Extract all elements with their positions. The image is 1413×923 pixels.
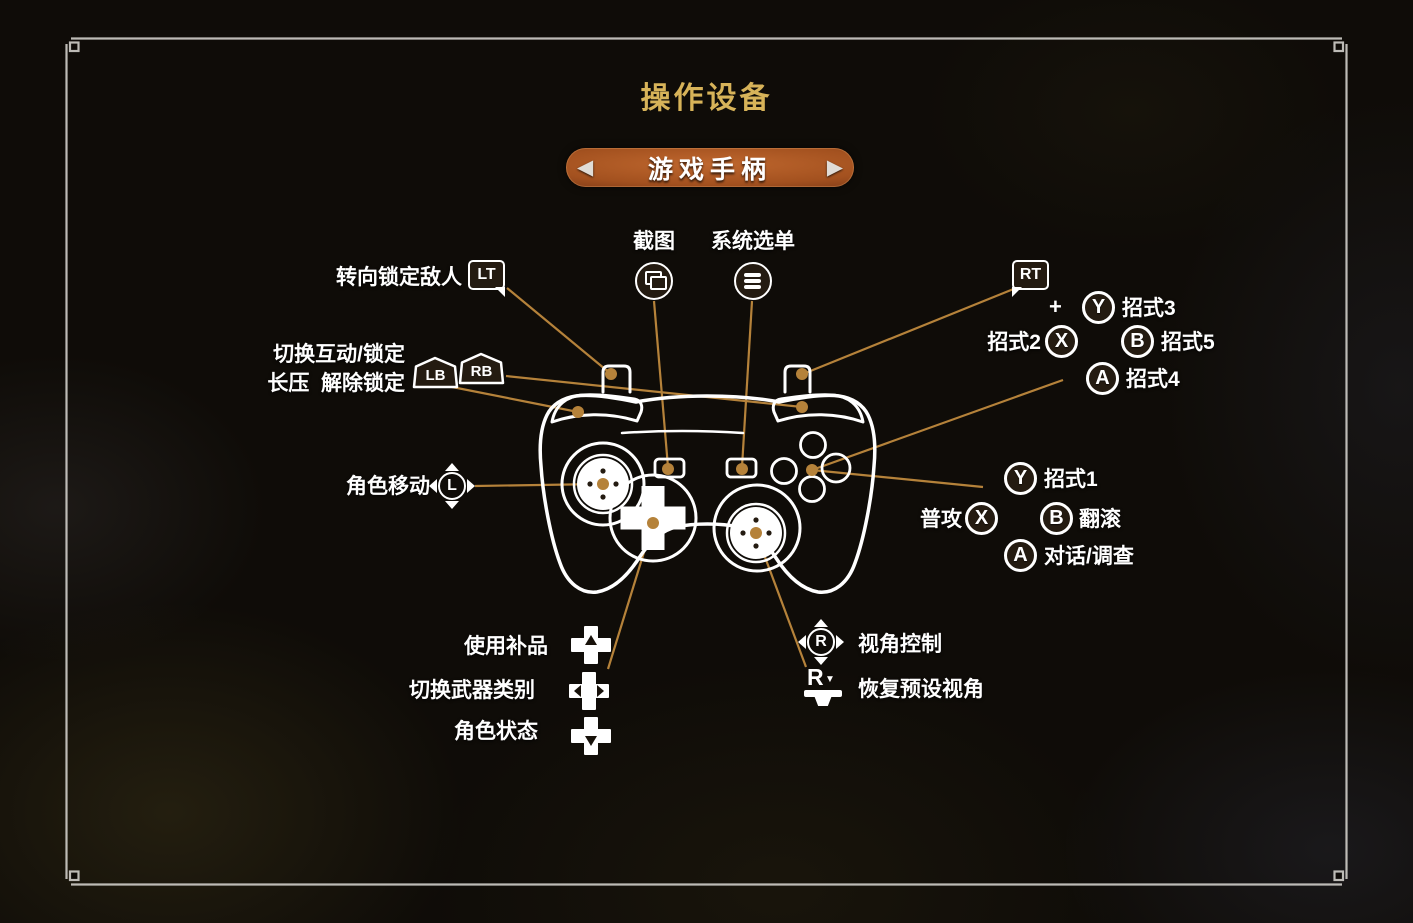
screenshot-icon-front [650, 276, 667, 290]
frame-border [65, 37, 1348, 886]
screenshot-icon [635, 262, 673, 300]
x-button: X [965, 502, 998, 535]
right-stick-ring [725, 502, 787, 564]
face-button-bottom [798, 475, 826, 503]
rt-badge: RT [1012, 260, 1049, 297]
face-button-right [820, 452, 852, 484]
right-stick-well [712, 483, 802, 573]
lb-badge: LB [412, 356, 459, 395]
dpad-well [608, 473, 698, 563]
right-stick-icon: R [798, 619, 844, 665]
y-button: Y [1004, 462, 1037, 495]
left-bumper [550, 393, 644, 424]
x-button-combo: X [1045, 325, 1078, 358]
dpad-leftright-icon [568, 671, 610, 711]
device-selector: ◀ 游戏手柄 ▶ [566, 148, 854, 187]
a-button: A [1004, 539, 1037, 572]
label-system-menu: 系统选单 [711, 230, 795, 253]
dpad-down-icon [570, 716, 612, 756]
right-trigger [783, 364, 812, 394]
face-button-top [799, 431, 827, 459]
label-combo2: 招式2 [987, 331, 1041, 354]
label-status: 角色状态 [454, 720, 538, 743]
right-bumper [771, 393, 865, 424]
label-lock-enemy: 转向锁定敌人 [336, 266, 462, 289]
label-reset-camera: 恢复预设视角 [858, 678, 984, 701]
left-stick-well [560, 441, 646, 527]
dpad-up-icon [570, 625, 612, 665]
label-move: 角色移动 [346, 475, 430, 498]
label-roll: 翻滚 [1079, 508, 1121, 531]
prev-device-arrow[interactable]: ◀ [577, 156, 594, 179]
svg-text:LB: LB [426, 367, 446, 384]
rb-badge: RB [458, 352, 505, 391]
y-button-combo: Y [1082, 291, 1115, 324]
label-combo5: 招式5 [1161, 331, 1215, 354]
label-combo1: 招式1 [1044, 468, 1098, 491]
device-selector-value: 游戏手柄 [647, 155, 772, 184]
left-stick-letter: L [438, 472, 466, 500]
left-stick-icon: L [429, 463, 475, 509]
lt-badge: LT [468, 260, 505, 297]
plus-sign: + [1049, 294, 1062, 319]
label-switch-weapon: 切换武器类别 [409, 679, 535, 702]
left-trigger [601, 364, 632, 394]
menu-icon [734, 262, 772, 300]
label-screenshot: 截图 [633, 230, 675, 253]
right-stick-press-icon: R ▼ [803, 664, 847, 710]
b-button: B [1040, 502, 1073, 535]
view-button [653, 457, 686, 479]
top-seam [620, 429, 745, 435]
label-combo4: 招式4 [1126, 368, 1180, 391]
left-stick-ring [572, 453, 634, 515]
controller-outline [538, 364, 877, 594]
label-long-press-unlock: 长压 解除锁定 [267, 372, 405, 395]
label-camera: 视角控制 [858, 633, 942, 656]
label-use-item: 使用补品 [464, 635, 548, 658]
b-button-combo: B [1121, 325, 1154, 358]
menu-button [725, 457, 758, 479]
svg-text:RB: RB [471, 363, 493, 380]
right-stick-letter: R [807, 628, 835, 656]
label-combo3: 招式3 [1122, 297, 1176, 320]
next-device-arrow[interactable]: ▶ [826, 156, 843, 179]
face-button-left [770, 457, 798, 485]
down-arrow-icon: ▼ [825, 674, 835, 685]
page-title: 操作设备 [640, 82, 773, 115]
label-dialog: 对话/调查 [1044, 545, 1134, 568]
connector-dots [572, 368, 818, 539]
a-button-combo: A [1086, 362, 1119, 395]
connector-lines [446, 286, 1064, 670]
label-toggle-interact: 切换互动/锁定 [273, 343, 405, 366]
label-normal-attack: 普攻 [920, 508, 962, 531]
